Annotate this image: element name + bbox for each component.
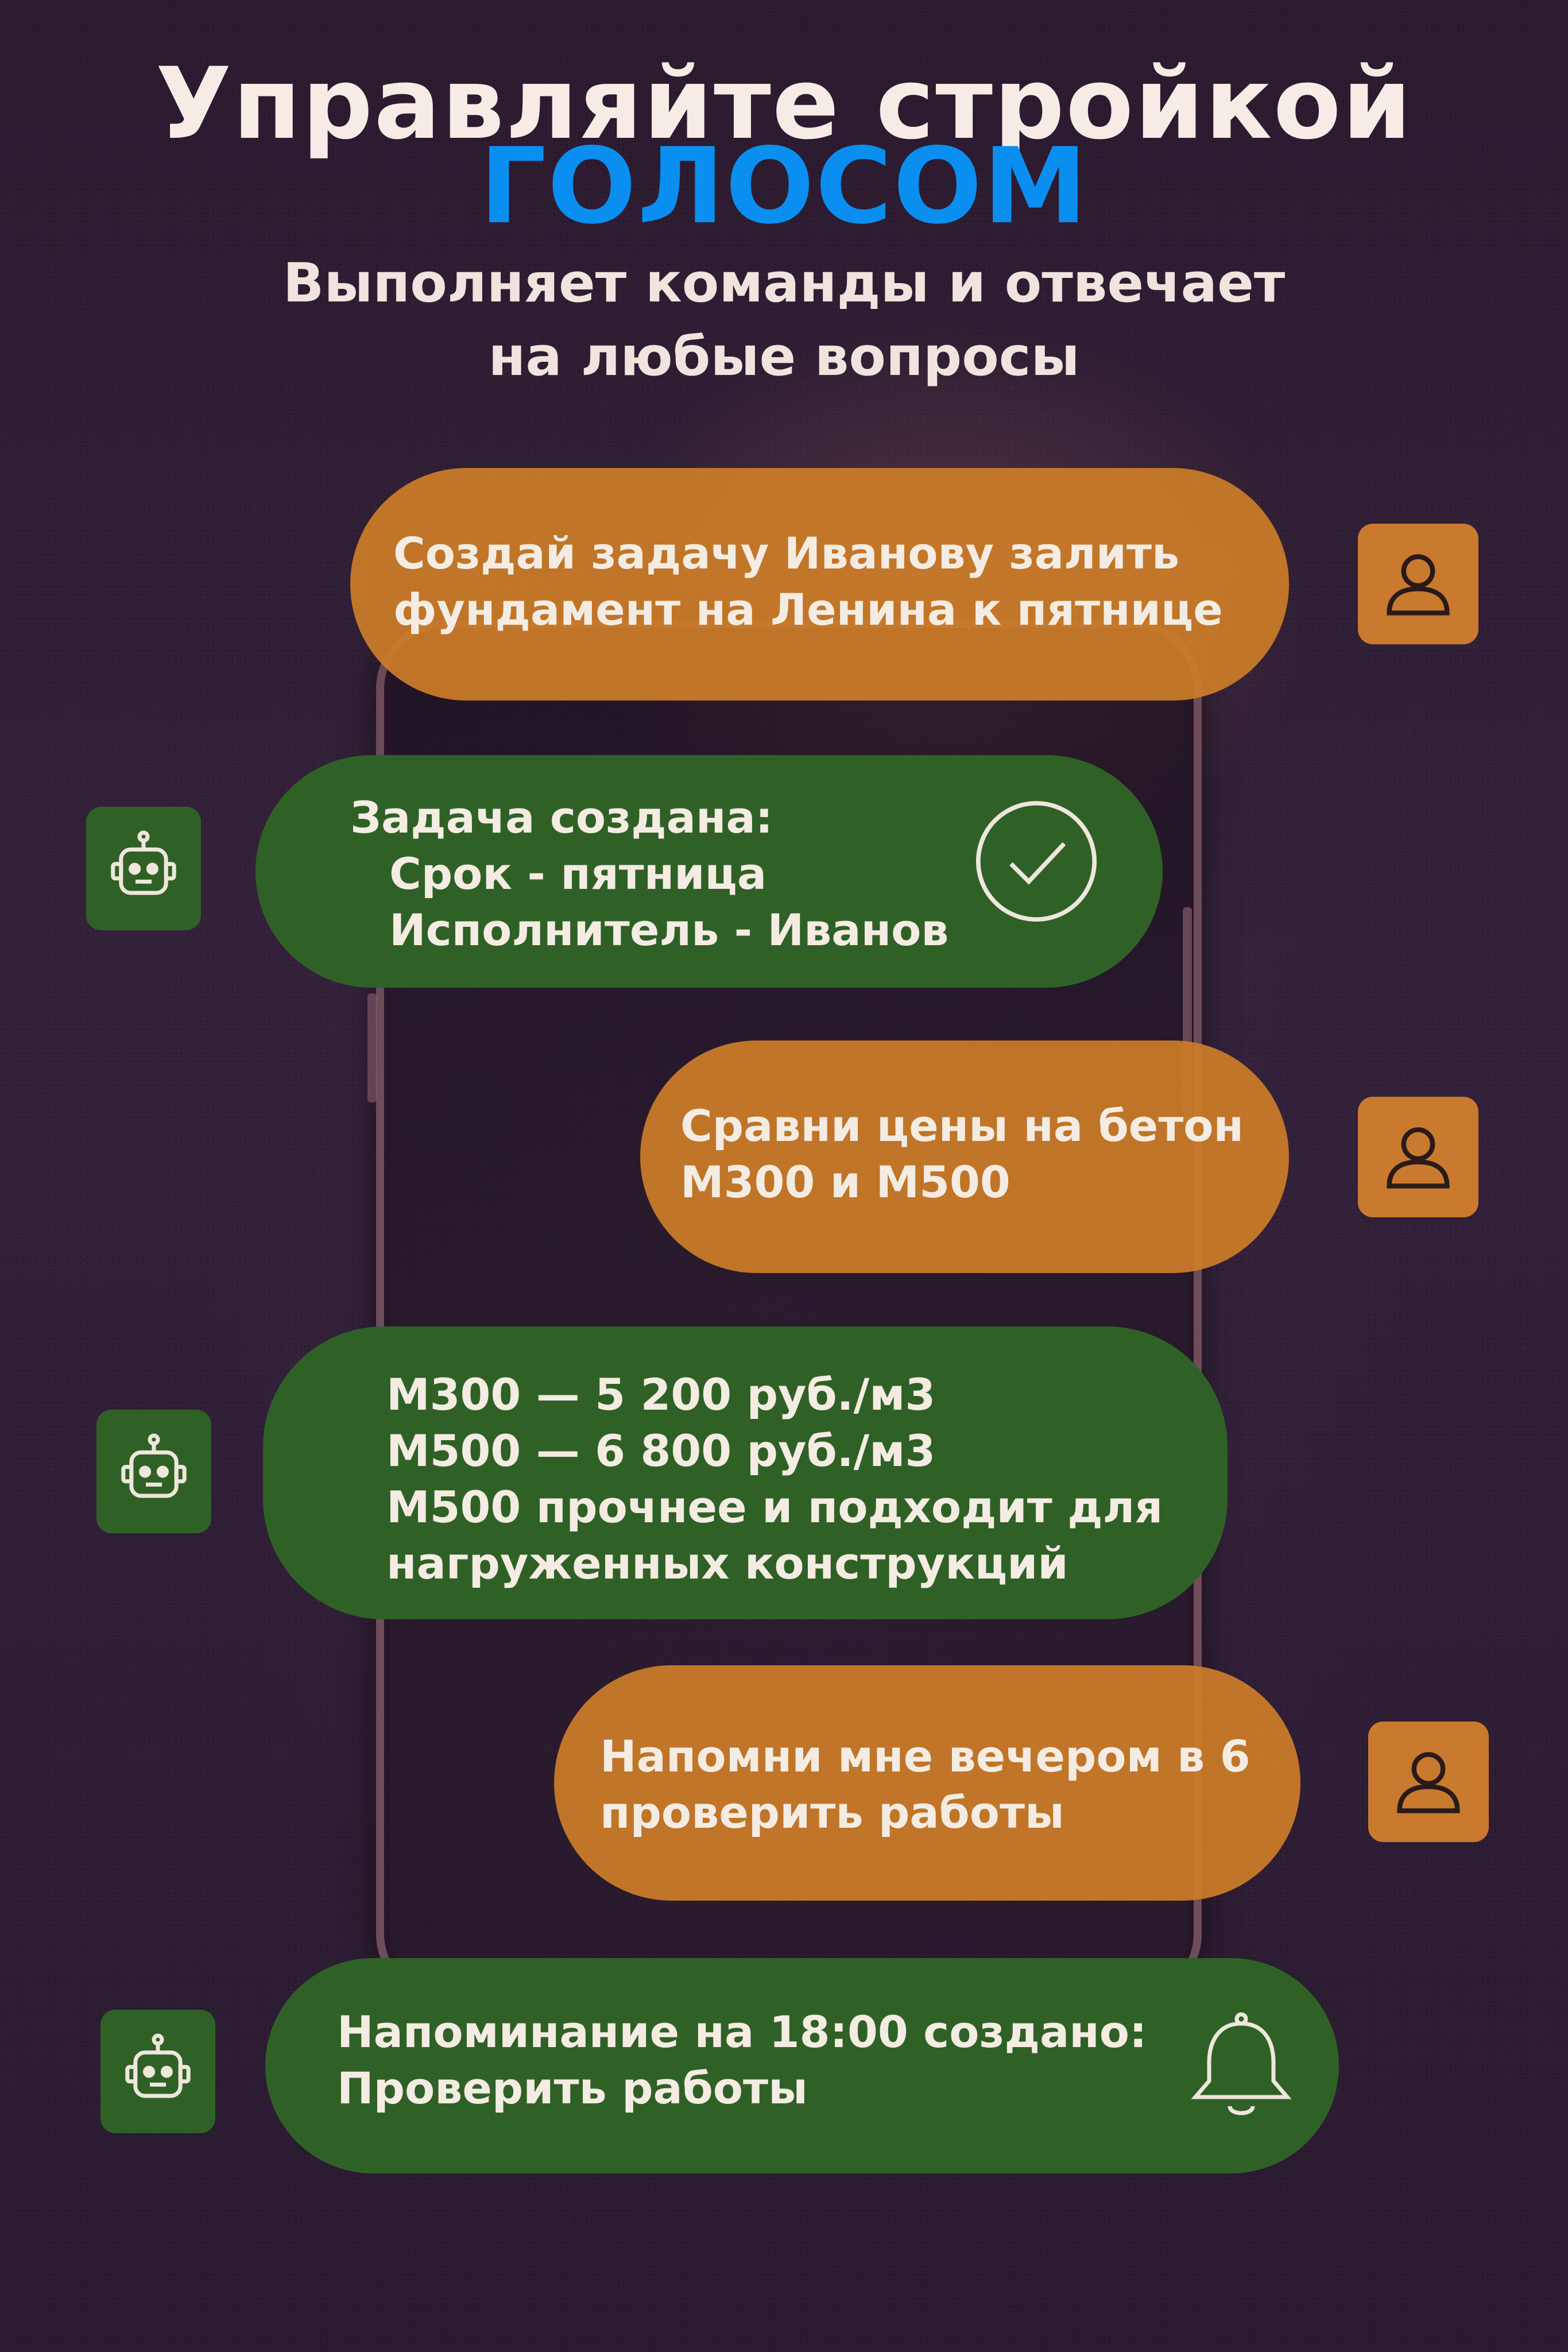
bot-message-bubble: Задача создана: Срок - пятница Исполните…	[255, 755, 1163, 988]
title-line-1: Управляйте стройкой	[155, 46, 1413, 161]
user-message-bubble: Напомни мне вечером в 6 проверить работы	[554, 1665, 1300, 1901]
robot-icon	[121, 1433, 187, 1498]
message-line: М300 — 5 200 руб./м3	[386, 1369, 936, 1420]
bot-avatar	[86, 807, 201, 930]
user-message-bubble: Сравни цены на бетон М300 и М500	[640, 1040, 1289, 1273]
message-line: Задача создана:	[350, 792, 773, 843]
message-line: Срок - пятница	[389, 848, 767, 899]
message-line: М500 прочнее и подходит для	[386, 1481, 1163, 1533]
message-line: нагруженных конструкций	[386, 1538, 1068, 1589]
bell-icon	[1191, 2012, 1292, 2115]
user-avatar	[1358, 1097, 1478, 1217]
bot-message-bubble: Напоминание на 18:00 создано: Проверить …	[265, 1958, 1339, 2173]
message-line: проверить работы	[600, 1787, 1064, 1838]
phone-side-button	[367, 993, 377, 1102]
subtitle-line-2: на любые вопросы	[488, 326, 1080, 388]
title-line-2: голосом	[479, 125, 1089, 247]
message-line: М500 — 6 800 руб./м3	[386, 1425, 936, 1476]
message-line: Сравни цены на бетон	[680, 1100, 1244, 1151]
user-icon	[1387, 1127, 1450, 1189]
message-line: М300 и М500	[680, 1156, 1011, 1208]
subtitle-line-1: Выполняет команды и отвечает	[282, 252, 1286, 315]
message-line: фундамент на Ленина к пятнице	[393, 584, 1223, 635]
message-line: Напомни мне вечером в 6	[600, 1731, 1250, 1782]
user-avatar	[1368, 1722, 1489, 1842]
robot-icon	[125, 2033, 191, 2098]
robot-icon	[111, 830, 176, 895]
bot-message-bubble: М300 — 5 200 руб./м3 М500 — 6 800 руб./м…	[263, 1326, 1228, 1619]
user-icon	[1397, 1752, 1460, 1813]
bot-avatar	[96, 1410, 211, 1533]
user-icon	[1387, 554, 1450, 616]
user-avatar	[1358, 524, 1478, 644]
message-line: Напоминание на 18:00 создано:	[337, 2006, 1147, 2057]
checkmark-icon	[975, 800, 1097, 922]
user-message-bubble: Создай задачу Иванову залить фундамент н…	[350, 468, 1289, 701]
message-line: Проверить работы	[337, 2063, 808, 2114]
message-line: Исполнитель - Иванов	[389, 904, 949, 956]
bot-avatar	[100, 2010, 215, 2133]
message-line: Создай задачу Иванову залить	[393, 528, 1180, 579]
